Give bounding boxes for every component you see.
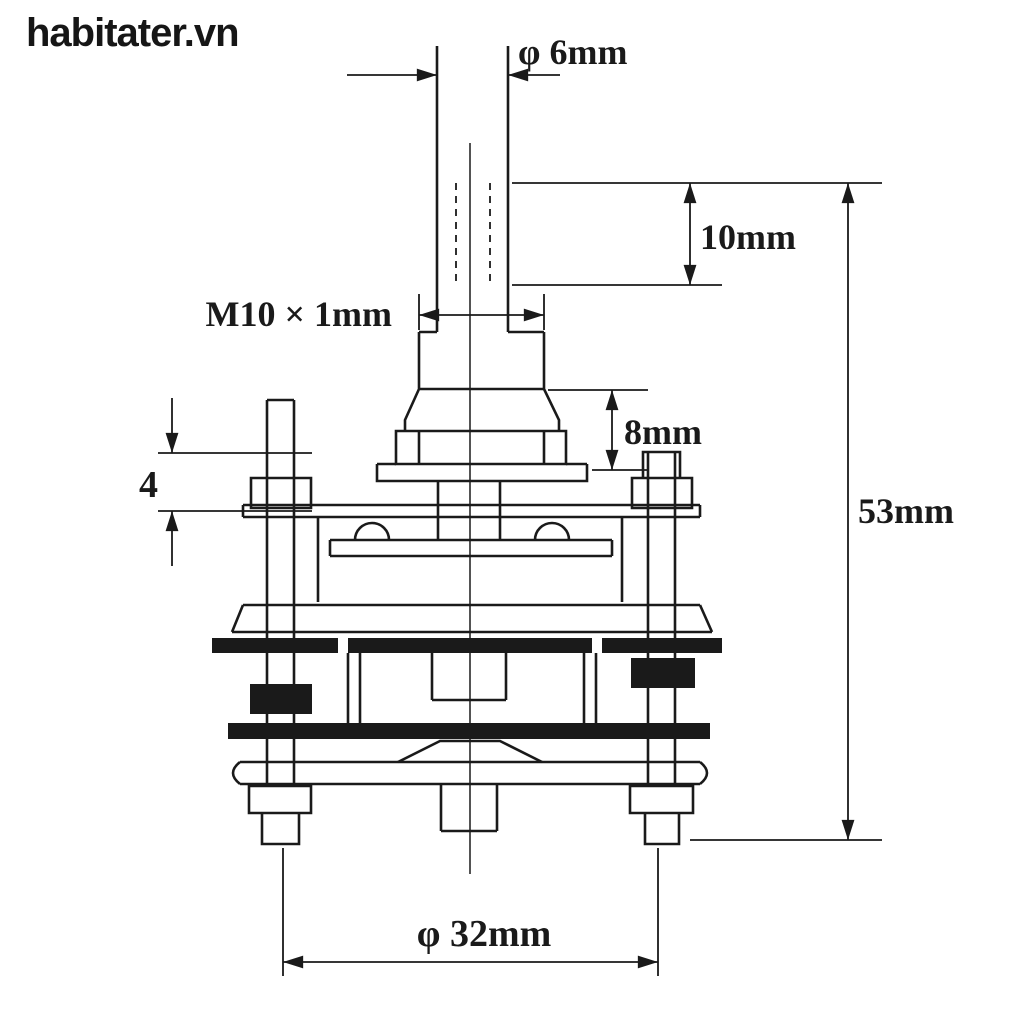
bushing-height-label: 8mm: [624, 412, 702, 452]
bottom-plate-outline: [231, 760, 709, 786]
plate-thickness-label: 4: [139, 464, 158, 506]
left-post-outline: [247, 398, 313, 846]
housing-side-walls: [316, 517, 624, 602]
switch-parts: [212, 46, 722, 874]
shaft-top-length-label: 10mm: [700, 217, 796, 257]
rotor-contact-outline: [397, 739, 543, 764]
shaft-flat-hidden-lines: [455, 183, 491, 284]
dim-32mm-extensions: [282, 848, 659, 976]
spacer-columns: [346, 653, 598, 723]
mounting-diameter-label: φ 32mm: [417, 913, 552, 955]
flange-outline: [375, 462, 589, 483]
wafer-upper-notch-left: [338, 638, 348, 653]
overall-height-label: 53mm: [858, 491, 954, 531]
watermark: habitater.vn: [26, 11, 239, 55]
dim-8mm-extensions: [548, 389, 648, 471]
top-plate-outline: [241, 503, 702, 519]
thread-spec-label: M10 × 1mm: [206, 294, 392, 334]
detent-plate-outline: [328, 521, 614, 558]
wafer-upper-notch-right: [592, 638, 602, 653]
shaft-diameter-label: φ 6mm: [518, 32, 627, 72]
right-post-mid-nut: [631, 658, 695, 688]
threaded-bushing-outline: [403, 330, 561, 431]
shaft-outline: [435, 46, 510, 332]
left-post-mid-nut: [250, 684, 312, 714]
mounting-nut-outline: [394, 429, 568, 466]
hub-outline: [436, 481, 502, 540]
right-post-outline: [628, 450, 695, 846]
bottom-stub-outline: [439, 784, 499, 833]
deck-skirt-outline: [230, 603, 714, 634]
dim-4-extensions: [158, 452, 312, 512]
dimension-annotations: φ 6mm 10mm M10 × 1mm 8mm 4 53mm: [139, 32, 954, 976]
wafer-upper: [212, 638, 722, 653]
wafer-lower: [228, 723, 710, 739]
